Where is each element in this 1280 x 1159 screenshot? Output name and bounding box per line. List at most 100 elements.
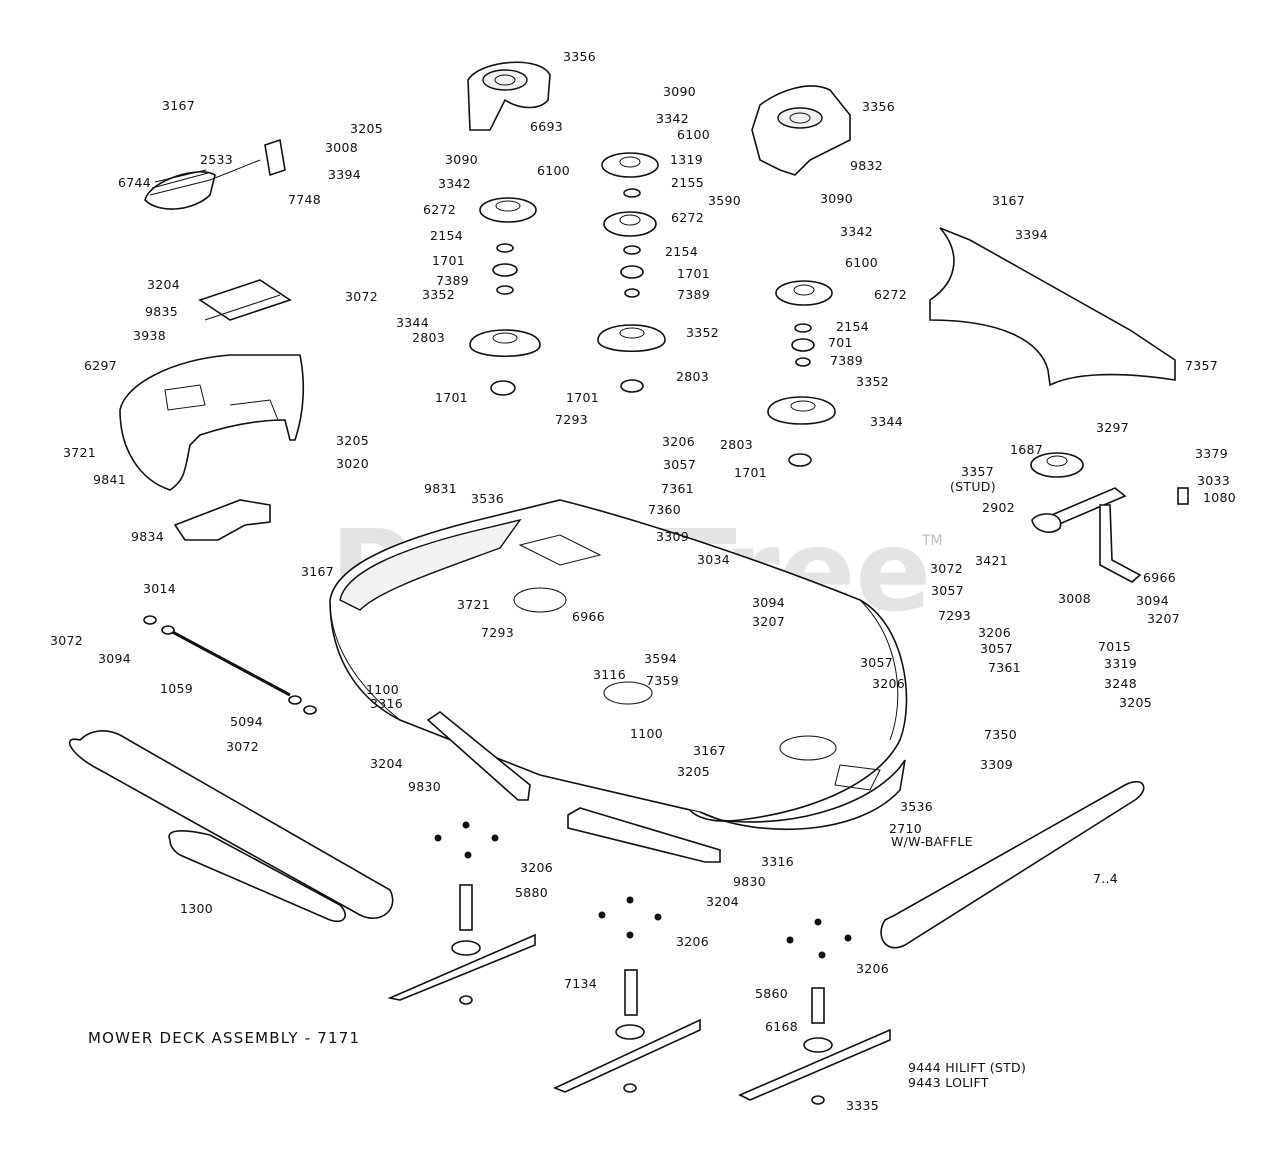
part-callout-c36: 3072: [345, 289, 378, 304]
part-callout-c117: 9830: [408, 779, 441, 794]
part-callout-c28: 2154: [665, 244, 698, 259]
part-callout-c6: 1319: [670, 152, 703, 167]
deck-belt-right: [880, 780, 1145, 949]
part-callout-c32: 7389: [436, 273, 469, 288]
part-callout-c38: 3352: [422, 287, 455, 302]
part-callout-c5: 6100: [677, 127, 710, 142]
part-callout-c86: 3094: [752, 595, 785, 610]
part-callout-c72: 7360: [648, 502, 681, 517]
part-callout-c3: 3090: [663, 84, 696, 99]
part-callout-c39: 3344: [396, 315, 429, 330]
bracket-9830-center: [567, 807, 721, 863]
part-callout-c108: 3316: [370, 696, 403, 711]
part-callout-c61: 1687: [1010, 442, 1043, 457]
bracket-9830-left: [426, 711, 531, 801]
part-callout-c109: 5094: [230, 714, 263, 729]
part-callout-c100: 7359: [646, 673, 679, 688]
part-callout-c130: 7134: [564, 976, 597, 991]
part-callout-c24: 3167: [992, 193, 1025, 208]
part-callout-c7: 3356: [862, 99, 895, 114]
part-callout-c95: 7015: [1098, 639, 1131, 654]
rod-1059: [143, 615, 317, 715]
part-callout-c75: 3309: [656, 529, 689, 544]
part-callout-c57: 3721: [63, 445, 96, 460]
belt-cover-left: [467, 61, 551, 131]
part-callout-c49: 1701: [435, 390, 468, 405]
part-callouts: 3356669330903342610013193356983231673205…: [50, 49, 1236, 1113]
part-callout-c48: 6297: [84, 358, 117, 373]
part-callout-c125: 9830: [733, 874, 766, 889]
part-callout-c23: 3090: [820, 191, 853, 206]
part-callout-c105: 1059: [160, 681, 193, 696]
part-callout-c15: 7748: [288, 192, 321, 207]
part-callout-c27: 2154: [430, 228, 463, 243]
spring-bracket-assembly: [144, 138, 286, 210]
part-callout-c54: 3206: [662, 434, 695, 449]
part-callout-c30: 1701: [432, 253, 465, 268]
part-callout-c77: 3034: [697, 552, 730, 567]
part-callout-c131: 5860: [755, 986, 788, 1001]
part-callout-c96: 3057: [980, 641, 1013, 656]
part-callout-c56: 3297: [1096, 420, 1129, 435]
part-callout-c58: 3205: [336, 433, 369, 448]
part-callout-c50: 1701: [566, 390, 599, 405]
part-callout-c37: 9835: [145, 304, 178, 319]
part-callout-c45: 3938: [133, 328, 166, 343]
part-callout-c116: 3309: [980, 757, 1013, 772]
part-callout-c63: 3020: [336, 456, 369, 471]
part-callout-c129: 3206: [856, 961, 889, 976]
part-callout-c53: 3344: [870, 414, 903, 429]
part-callout-c29: 6100: [845, 255, 878, 270]
part-callout-c66: 7361: [661, 481, 694, 496]
part-callout-c120: W/W-BAFFLE: [891, 834, 973, 849]
part-callout-c80: 6966: [1143, 570, 1176, 585]
part-callout-c9: 3167: [162, 98, 195, 113]
part-callout-c73: 2902: [982, 500, 1015, 515]
part-callout-c81: 3014: [143, 581, 176, 596]
part-callout-c98: 3057: [860, 655, 893, 670]
part-callout-c34: 6272: [874, 287, 907, 302]
part-callout-c91: 7293: [938, 608, 971, 623]
mandrel-bracket-9835: [198, 279, 292, 321]
part-callout-c10: 3205: [350, 121, 383, 136]
part-callout-c46: 2803: [412, 330, 445, 345]
part-callout-c134: 9443 LOLIFT: [908, 1075, 989, 1090]
part-callout-c44: 7357: [1185, 358, 1218, 373]
part-callout-c111: 7350: [984, 727, 1017, 742]
part-callout-c43: 7389: [830, 353, 863, 368]
part-callout-c87: 6966: [572, 609, 605, 624]
part-callout-c2: 6693: [530, 119, 563, 134]
part-callout-c99: 3319: [1104, 656, 1137, 671]
part-callout-c16: 3090: [445, 152, 478, 167]
part-callout-c42: 701: [828, 335, 853, 350]
part-callout-c104: 3248: [1104, 676, 1137, 691]
part-callout-c106: 1100: [366, 682, 399, 697]
part-callout-c97: 3594: [644, 651, 677, 666]
part-callout-c21: 3590: [708, 193, 741, 208]
part-callout-c119: 2710: [889, 821, 922, 836]
part-callout-c31: 1701: [677, 266, 710, 281]
part-callout-c82: 3721: [457, 597, 490, 612]
part-callout-c115: 3205: [677, 764, 710, 779]
part-callout-c121: 3206: [520, 860, 553, 875]
part-callout-c79: 3072: [930, 561, 963, 576]
part-callout-c83: 3057: [931, 583, 964, 598]
part-callout-c12: 2533: [200, 152, 233, 167]
part-callout-c35: 3204: [147, 277, 180, 292]
blade-spindle-center: [552, 969, 701, 1093]
part-callout-c22: 6272: [671, 210, 704, 225]
part-callout-c94: 3206: [978, 625, 1011, 640]
part-callout-c60: 1701: [734, 465, 767, 480]
part-callout-c78: 3421: [975, 553, 1008, 568]
spindle-assembly-left: [469, 197, 541, 396]
part-callout-c88: 3207: [1147, 611, 1180, 626]
part-callout-c74: 9834: [131, 529, 164, 544]
part-callout-c114: 3204: [370, 756, 403, 771]
bracket-9834: [173, 499, 271, 541]
part-callout-c113: 3167: [693, 743, 726, 758]
part-callout-c127: 7..4: [1093, 871, 1118, 886]
idler-arm-assembly: [1030, 452, 1189, 583]
part-callout-c76: 3167: [301, 564, 334, 579]
spindle-assembly-right: [767, 280, 836, 467]
